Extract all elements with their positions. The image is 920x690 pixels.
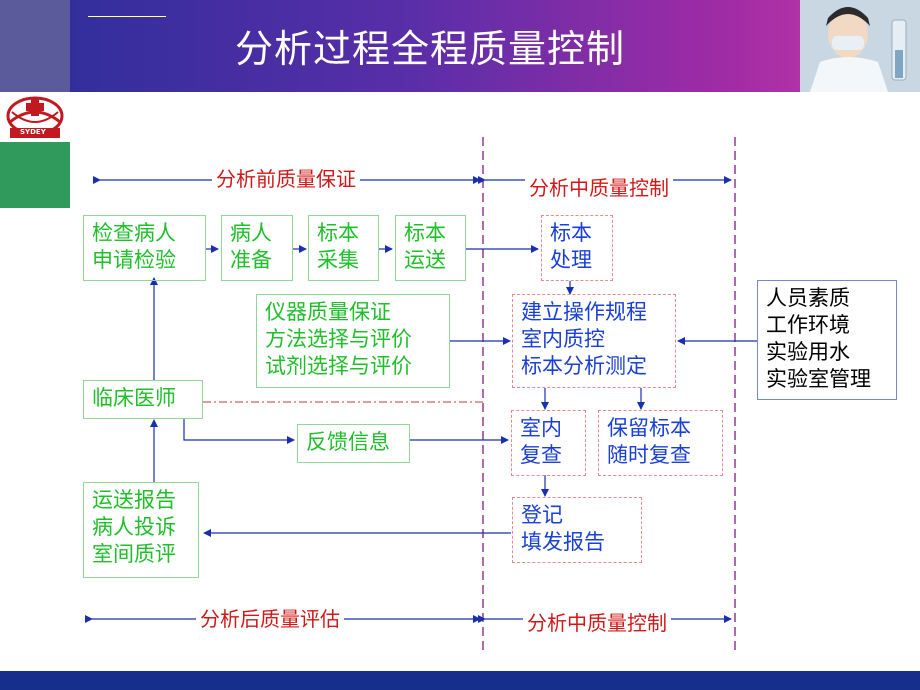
box-sop-qc: 建立操作规程 室内质控 标本分析测定 [512,294,676,388]
box-instrument-qa: 仪器质量保证 方法选择与评价 试剂选择与评价 [256,294,450,388]
box-clinician: 临床医师 [83,380,203,419]
hospital-logo: SYDEY [4,94,66,142]
box-report-complaint: 运送报告 病人投诉 室间质评 [83,482,199,578]
side-accent-block [0,142,70,208]
logo-text: SYDEY [20,128,46,136]
header-divider [88,16,166,17]
box-personnel: 人员素质 工作环境 实验用水 实验室管理 [757,280,897,400]
box-lab-review: 室内 复查 [511,410,586,476]
lab-photo [800,0,920,92]
footer-bar [0,671,920,690]
box-retain-sample: 保留标本 随时复查 [598,410,723,476]
phase-post-analytic: 分析后质量评估 [196,603,344,632]
box-exam-request: 检查病人 申请检验 [83,215,206,281]
page-title: 分析过程全程质量控制 [234,27,625,71]
phase-pre-analytic: 分析前质量保证 [212,163,360,192]
box-sample-process: 标本 处理 [541,215,613,281]
box-patient-prep: 病人 准备 [221,215,293,281]
box-feedback: 反馈信息 [297,424,410,463]
box-sample-collect: 标本 采集 [308,215,379,281]
phase-analytic-top: 分析中质量控制 [525,172,673,201]
phase-analytic-bottom: 分析中质量控制 [523,607,671,636]
box-register-report: 登记 填发报告 [512,497,642,563]
box-sample-transport: 标本 运送 [395,215,466,281]
header-bar: 分析过程全程质量控制 [0,0,920,92]
header-left-panel [0,0,70,92]
